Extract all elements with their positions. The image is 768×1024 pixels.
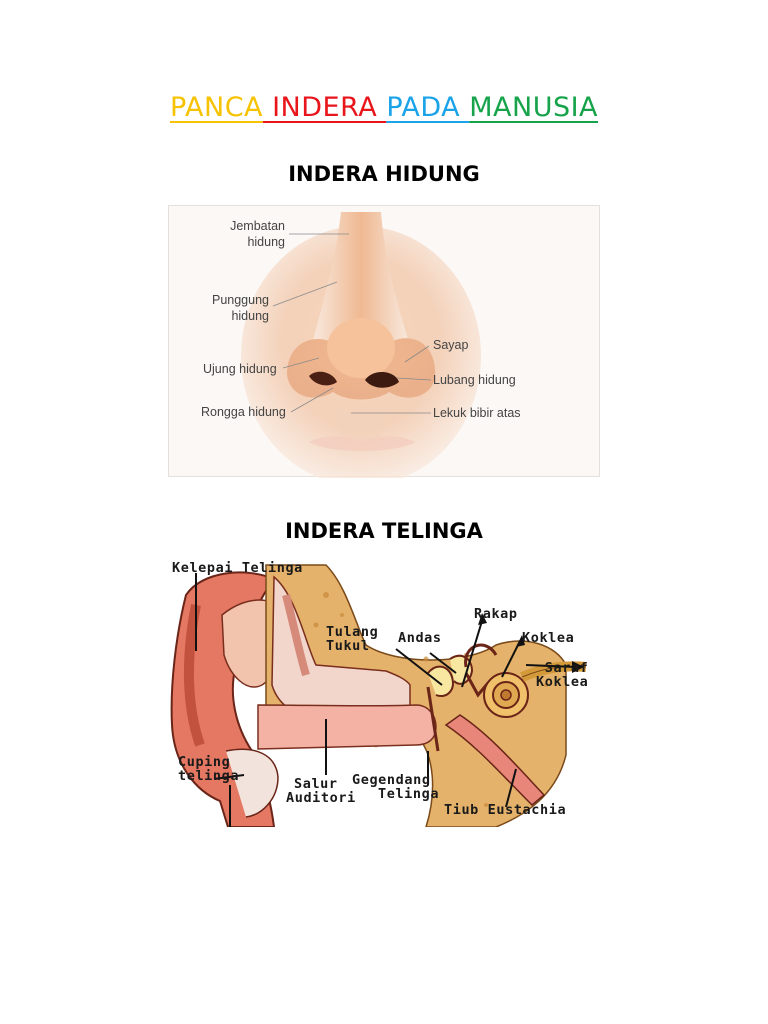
label-lekuk-bibir-atas: Lekuk bibir atas xyxy=(433,406,521,420)
label-lubang-hidung: Lubang hidung xyxy=(433,373,516,387)
label-ujung-hidung: Ujung hidung xyxy=(203,362,277,376)
label-gegendang-line2: Telinga xyxy=(378,786,440,802)
label-tulang-tukul: Tulang Tukul xyxy=(326,625,378,653)
label-cuping-line2: telinga xyxy=(178,768,240,784)
nose-illustration xyxy=(241,212,481,478)
label-rongga-hidung: Rongga hidung xyxy=(201,405,286,419)
label-saraf-line2: Koklea xyxy=(536,674,589,690)
label-rakap: Rakap xyxy=(474,606,518,622)
label-tulang-line1: Tulang xyxy=(326,624,379,640)
label-gegendang-telinga: Gegendang Telinga xyxy=(352,773,439,801)
ear-diagram: Kelepai Telinga Rakap Tulang Tukul Andas… xyxy=(166,555,598,827)
label-jembatan-line1: Jembatan xyxy=(230,219,285,233)
label-punggung-hidung: Punggung hidung xyxy=(197,292,269,324)
label-cuping-line1: Cuping xyxy=(178,754,231,770)
title-word-manusia: MANUSIA xyxy=(469,92,599,123)
nose-section-heading: INDERA HIDUNG xyxy=(288,162,480,186)
label-sayap: Sayap xyxy=(433,338,469,352)
label-punggung-line1: Punggung xyxy=(211,293,269,307)
label-salur-line2: Auditori xyxy=(286,790,356,806)
page-title: PANCA INDERA PADA MANUSIA xyxy=(0,92,768,123)
title-word-pada: PADA xyxy=(386,92,470,123)
label-cuping-telinga: Cuping telinga xyxy=(178,755,239,783)
label-kelepai-telinga: Kelepai Telinga xyxy=(172,560,303,576)
label-koklea: Koklea xyxy=(522,630,575,646)
label-andas: Andas xyxy=(398,630,442,646)
label-jembatan-hidung: Jembatan hidung xyxy=(215,218,285,250)
ear-section-heading: INDERA TELINGA xyxy=(285,519,483,543)
label-saraf-line1: Saraf xyxy=(544,660,589,676)
nose-diagram: Jembatan hidung Punggung hidung Ujung hi… xyxy=(168,205,600,478)
ear-illustration xyxy=(170,564,587,827)
title-word-panca: PANCA xyxy=(169,92,264,123)
label-tulang-line2: Tukul xyxy=(326,638,370,654)
label-salur-auditori: Salur Auditori xyxy=(286,777,356,805)
label-punggung-line2: hidung xyxy=(231,309,269,323)
label-jembatan-line2: hidung xyxy=(247,235,285,249)
label-saraf-koklea: Saraf Koklea xyxy=(536,661,588,689)
title-word-indera: INDERA xyxy=(263,92,387,123)
label-salur-line1: Salur xyxy=(294,776,338,792)
label-tiub-eustachia: Tiub Eustachia xyxy=(444,802,567,818)
label-gegendang-line1: Gegendang xyxy=(352,772,431,788)
